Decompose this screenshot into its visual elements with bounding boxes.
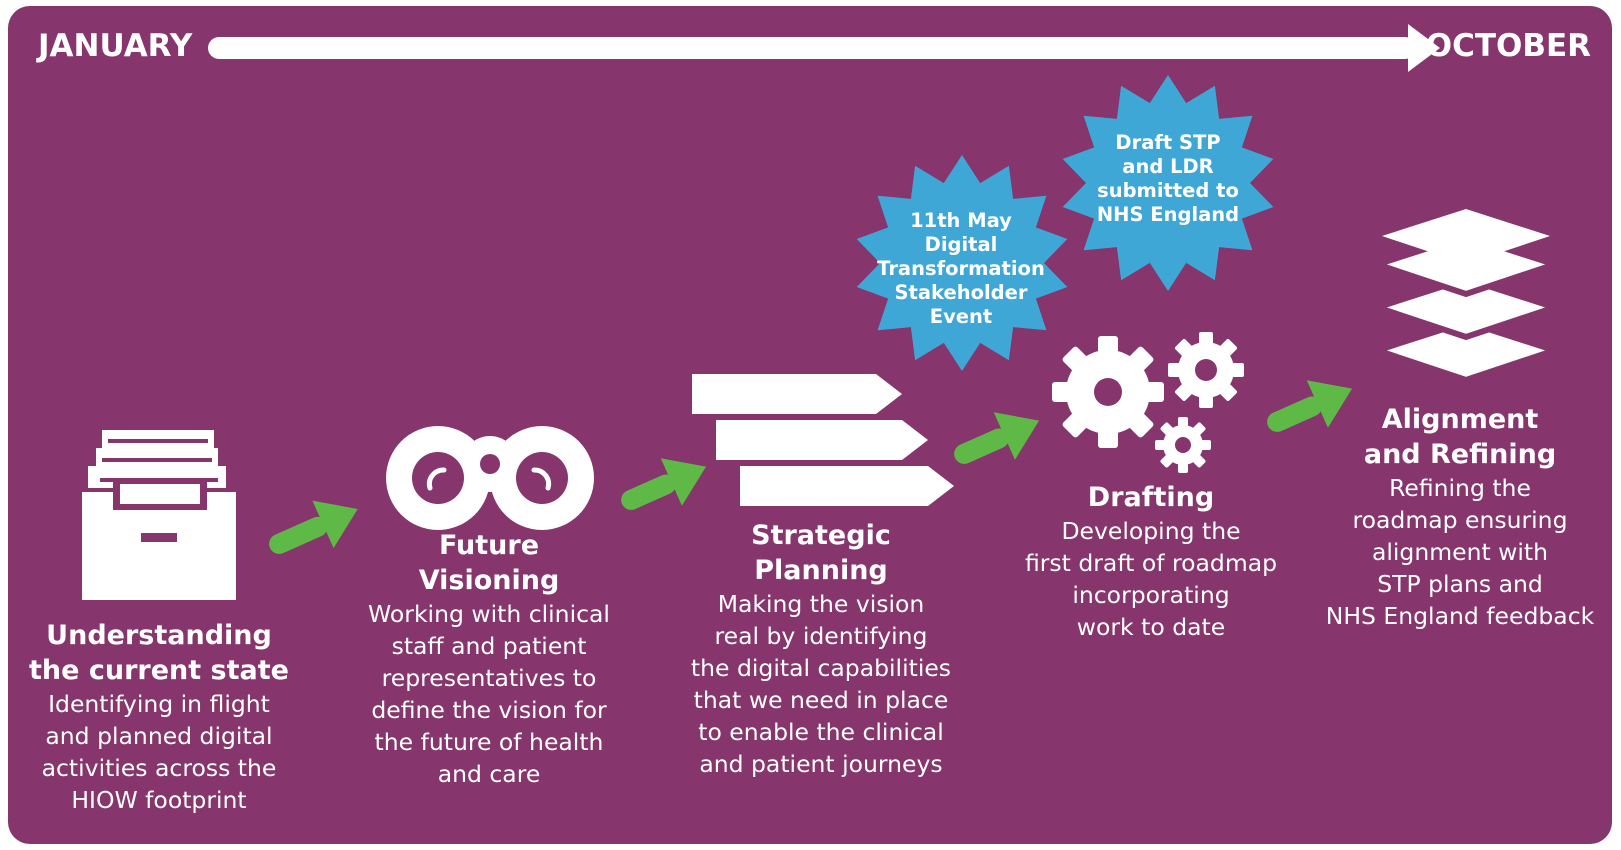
binoculars-icon — [386, 426, 594, 530]
milestone-burst-draft-submitted — [1062, 75, 1274, 291]
stage-description: Working with clinical staff and patient … — [368, 600, 610, 788]
milestone-burst-stakeholder-event — [856, 155, 1068, 371]
arrow-icon — [621, 458, 707, 510]
green-arrows — [269, 380, 1353, 554]
stage-alignment-refining: Alignment and Refining Refining the road… — [1310, 402, 1610, 632]
stage-drafting: Drafting Developing the first draft of r… — [1006, 480, 1296, 643]
gears-icon — [1052, 332, 1244, 473]
stage-title: Drafting — [1087, 482, 1215, 513]
arrow-icon — [269, 500, 358, 554]
milestone-draft-submitted-text: Draft STP and LDR submitted to NHS Engla… — [1096, 131, 1240, 226]
stage-description: Refining the roadmap ensuring alignment … — [1325, 474, 1595, 630]
stage-strategic-planning: Strategic Planning Making the vision rea… — [666, 518, 976, 780]
timeline-arrow — [208, 24, 1440, 72]
arrow-icon — [954, 412, 1040, 464]
stage-description: Identifying in flight and planned digita… — [41, 690, 277, 814]
stage-title: Future Visioning — [418, 530, 560, 596]
timeline-end-label: OCTOBER — [1425, 28, 1591, 64]
stage-title: Strategic Planning — [751, 520, 891, 586]
arrow-icon — [1267, 380, 1353, 432]
layers-icon — [1381, 209, 1551, 384]
stage-description: Developing the first draft of roadmap in… — [1024, 517, 1278, 641]
stage-title: Understanding the current state — [29, 620, 289, 686]
signpost-icon — [692, 374, 954, 506]
stage-title: Alignment and Refining — [1363, 404, 1557, 470]
timeline-start-label: JANUARY — [38, 28, 193, 64]
stage-future-visioning: Future Visioning Working with clinical s… — [344, 528, 634, 790]
stage-understanding: Understanding the current state Identify… — [20, 618, 298, 816]
milestone-stakeholder-event-text: 11th May Digital Transformation Stakehol… — [877, 209, 1045, 328]
stage-description: Making the vision real by identifying th… — [690, 590, 952, 778]
archive-box-icon — [82, 430, 236, 600]
